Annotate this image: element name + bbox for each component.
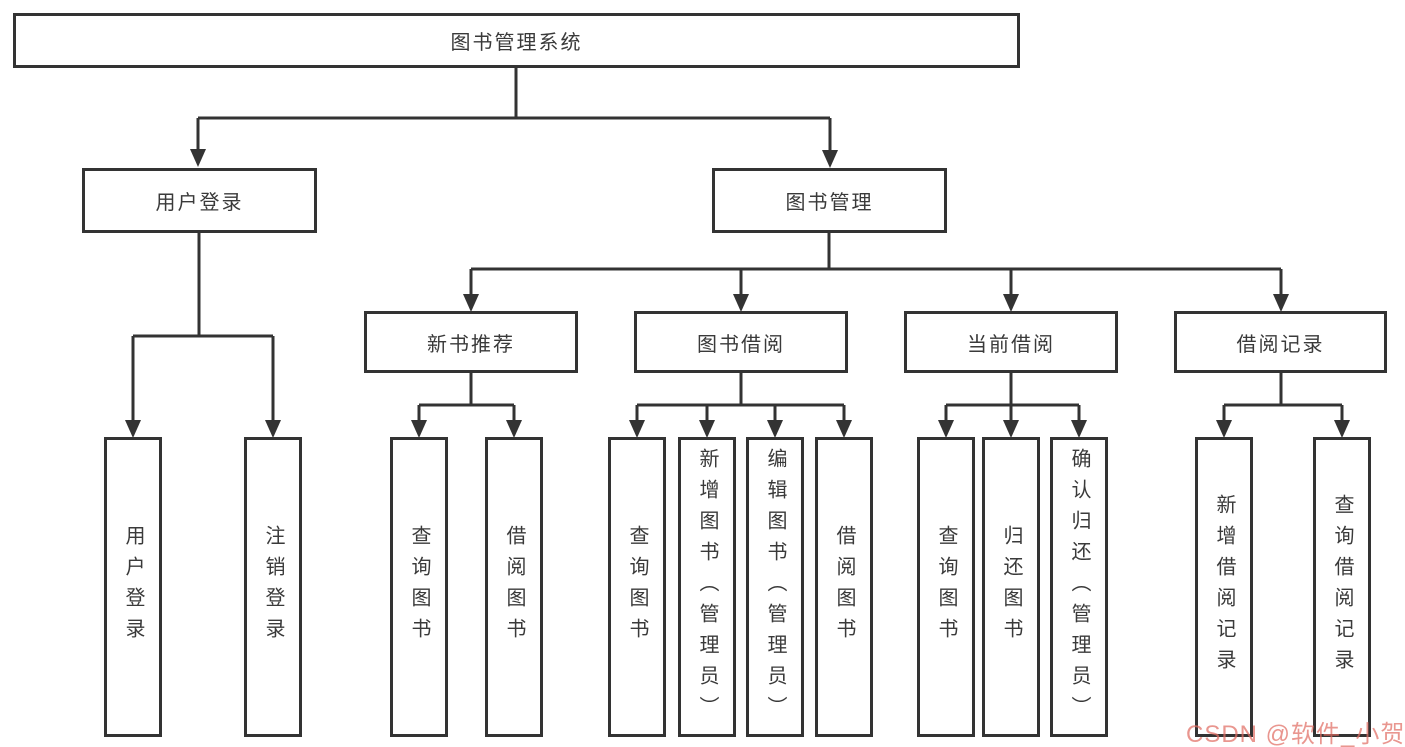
node-label: 借阅图书 — [833, 525, 855, 649]
leaf-query-books: 查询图书 — [917, 437, 975, 737]
csdn-watermark: CSDN @软件_小贺同学 — [1186, 721, 1405, 747]
node-label: 查询借阅记录 — [1331, 494, 1353, 680]
node-label: 注销登录 — [262, 525, 284, 649]
node-label: 查询图书 — [626, 525, 648, 649]
leaf-user-login: 用户登录 — [104, 437, 162, 737]
node-borrow-records: 借阅记录 — [1174, 311, 1387, 373]
node-label: 用户登录 — [122, 525, 144, 649]
node-label: 归还图书 — [1000, 525, 1022, 649]
node-new-book-recommend: 新书推荐 — [364, 311, 578, 373]
arrowheads — [125, 149, 1350, 438]
leaf-query-books: 查询图书 — [390, 437, 448, 737]
leaf-edit-books-admin: 编辑图书（管理员） — [746, 437, 804, 737]
node-label: 查询图书 — [408, 525, 430, 649]
node-label: 新书推荐 — [427, 333, 515, 356]
node-book-management: 图书管理 — [712, 168, 947, 233]
node-label: 图书管理系统 — [450, 32, 583, 54]
node-label: 编辑图书（管理员） — [764, 447, 786, 727]
node-label: 借阅图书 — [503, 525, 525, 649]
node-label: 图书管理 — [785, 192, 874, 214]
node-book-borrow: 图书借阅 — [634, 311, 848, 373]
node-label: 借阅记录 — [1236, 333, 1325, 356]
node-label: 新增图书（管理员） — [696, 447, 718, 727]
leaf-confirm-return-admin: 确认归还（管理员） — [1050, 437, 1108, 737]
node-label: 当前借阅 — [967, 333, 1055, 356]
node-current-borrow: 当前借阅 — [904, 311, 1118, 373]
leaf-query-borrow-record: 查询借阅记录 — [1313, 437, 1371, 737]
leaf-add-books-admin: 新增图书（管理员） — [678, 437, 736, 737]
leaf-add-borrow-record: 新增借阅记录 — [1195, 437, 1253, 737]
node-system-root: 图书管理系统 — [13, 13, 1020, 68]
node-label: 用户登录 — [155, 192, 244, 214]
node-label: 新增借阅记录 — [1213, 494, 1235, 680]
node-user-login: 用户登录 — [82, 168, 317, 233]
node-label: 查询图书 — [935, 525, 957, 649]
node-label: 确认归还（管理员） — [1068, 447, 1090, 727]
leaf-borrow-books: 借阅图书 — [815, 437, 873, 737]
leaf-return-books: 归还图书 — [982, 437, 1040, 737]
leaf-logout: 注销登录 — [244, 437, 302, 737]
leaf-query-books: 查询图书 — [608, 437, 666, 737]
node-label: 图书借阅 — [697, 333, 785, 356]
leaf-borrow-books: 借阅图书 — [485, 437, 543, 737]
